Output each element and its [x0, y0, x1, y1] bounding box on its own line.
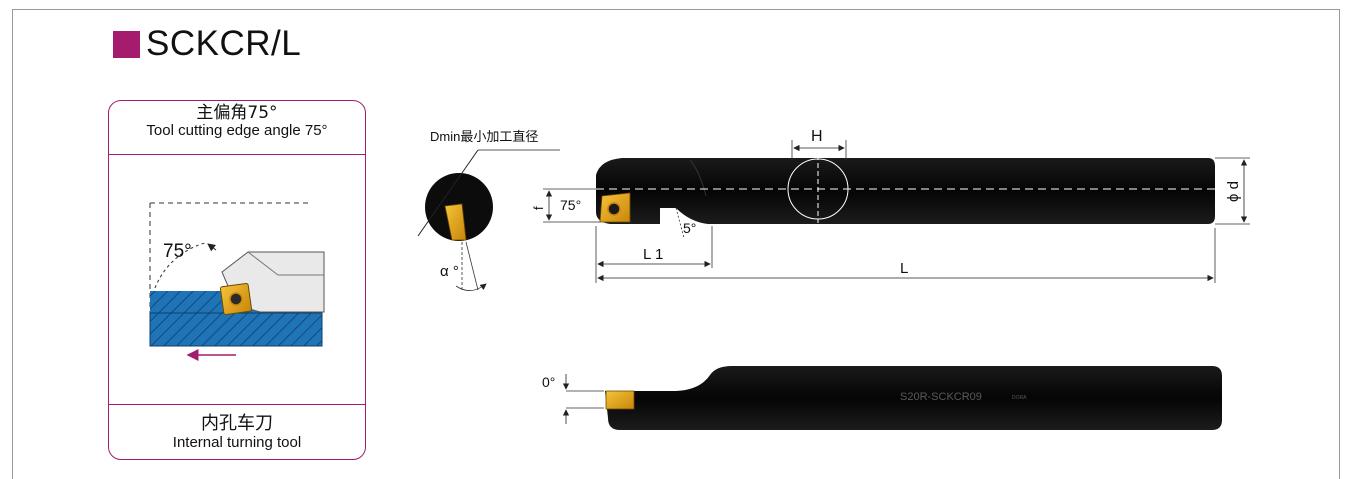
engraved-brand: DORA	[1012, 395, 1027, 401]
panel-footer-en: Internal turning tool	[172, 434, 302, 451]
panel-diagram: 75°	[149, 202, 325, 361]
cross-section-view: Dmin最小加工直径 α °	[417, 129, 560, 291]
cutting-angle-panel: 主偏角75° Tool cutting edge angle 75° 内孔车刀 …	[108, 100, 366, 460]
dim-d-label: ϕ d	[1225, 181, 1242, 202]
dmin-label: Dmin最小加工直径	[430, 129, 538, 144]
page-title: SCKCR/L	[146, 24, 302, 63]
dim-f-label: f	[531, 206, 546, 210]
dim-l-label: L	[900, 260, 908, 277]
cross-section-insert	[444, 203, 467, 241]
dim-h-label: H	[811, 128, 823, 145]
top-insert	[605, 390, 635, 410]
panel-title-en: Tool cutting edge angle 75°	[146, 122, 328, 139]
panel-title-cn: 主偏角75°	[196, 103, 278, 123]
dmin-leader	[417, 149, 479, 237]
top-view: 0° S20R-SCKCR09 DORA	[542, 366, 1222, 430]
side-insert	[599, 192, 631, 223]
panel-footer-divider	[109, 404, 365, 405]
side-view: H ϕ d f 75° 5° L 1 L	[531, 128, 1250, 283]
engraved-model-code: S20R-SCKCR09	[900, 391, 982, 403]
title-marker	[113, 31, 140, 58]
panel-footer-cn: 内孔车刀	[201, 413, 273, 434]
alpha-label: α °	[440, 263, 459, 280]
panel-angle-arc	[154, 242, 206, 289]
panel-insert	[219, 282, 253, 316]
angle-0-label: 0°	[542, 374, 555, 390]
panel-angle-label: 75°	[163, 241, 192, 262]
dim-l1-label: L 1	[643, 246, 663, 263]
angle-75-label: 75°	[560, 197, 581, 213]
panel-header-divider	[109, 154, 365, 155]
side-shank	[596, 158, 1215, 224]
angle-5-label: 5°	[683, 220, 696, 236]
page-frame	[12, 9, 1340, 479]
top-shank	[605, 366, 1222, 430]
workpiece-lower	[149, 312, 323, 347]
